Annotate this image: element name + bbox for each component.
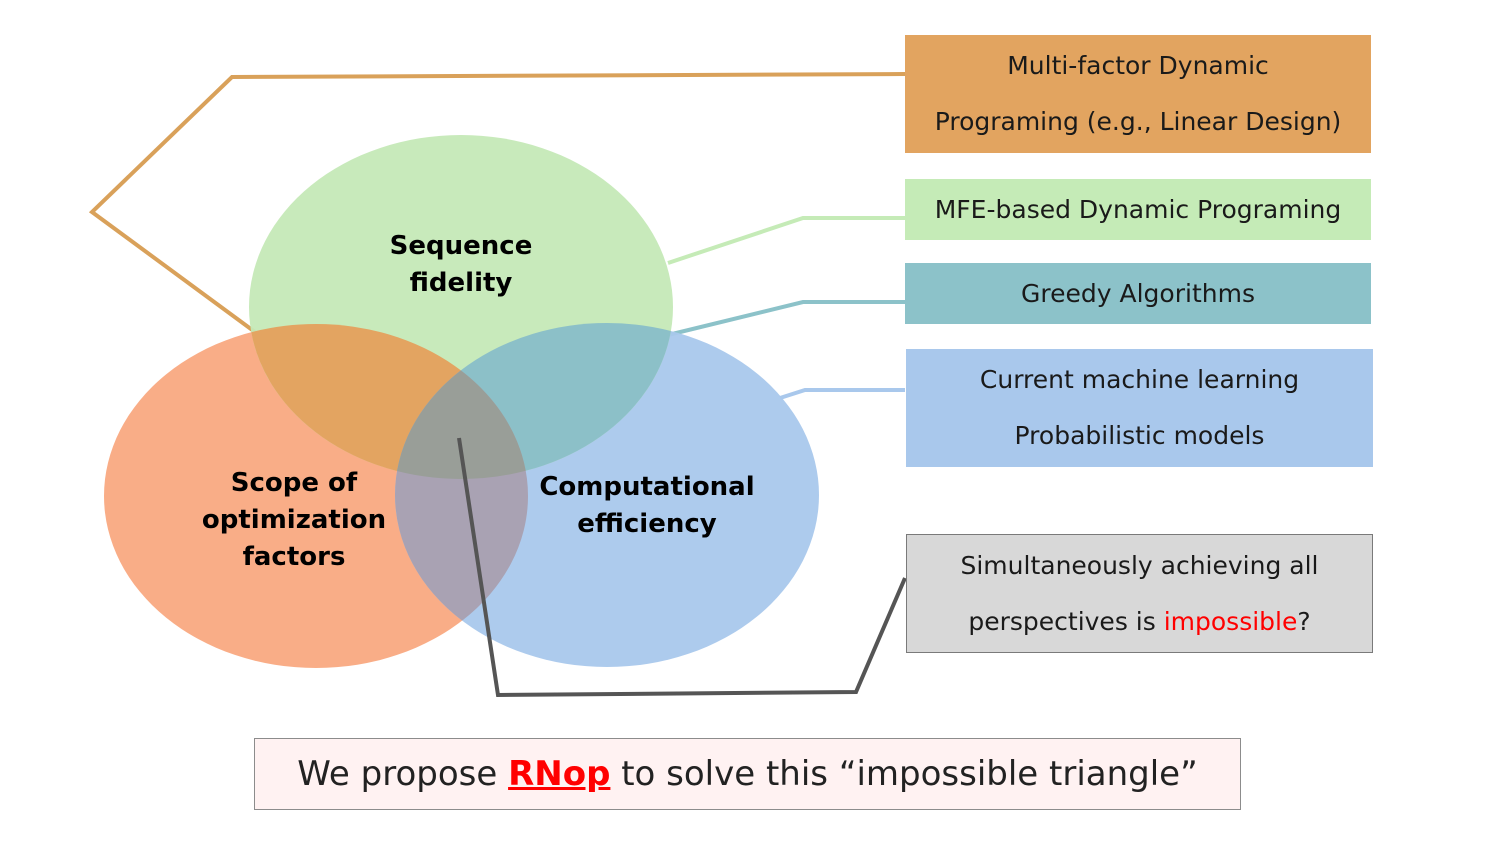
greedy-box: Greedy Algorithms bbox=[905, 263, 1371, 324]
method-name: RNop bbox=[508, 754, 611, 794]
proposal-after: to solve this “impossible triangle” bbox=[610, 754, 1198, 794]
connector-impossible bbox=[457, 437, 907, 698]
impossible-line2: perspectives is impossible? bbox=[968, 606, 1311, 636]
efficiency-label: Computational efficiency bbox=[539, 472, 755, 539]
connector-ml bbox=[779, 388, 905, 400]
connector-multi-factor bbox=[88, 72, 906, 334]
impossible-box: Simultaneously achieving all perspective… bbox=[906, 534, 1373, 653]
scope-label: Scope of optimization factors bbox=[201, 468, 387, 572]
multi-factor-box: Multi-factor Dynamic Programing (e.g., L… bbox=[905, 35, 1371, 153]
proposal-before: We propose bbox=[297, 754, 509, 794]
connector-greedy bbox=[667, 300, 905, 337]
impossible-highlight: impossible bbox=[1163, 606, 1298, 636]
impossible-line1: Simultaneously achieving all bbox=[960, 550, 1319, 580]
proposal-banner: We propose RNop to solve this “impossibl… bbox=[254, 738, 1241, 810]
ml-box: Current machine learning Probabilistic m… bbox=[906, 349, 1373, 467]
mfe-box: MFE-based Dynamic Programing bbox=[905, 179, 1371, 240]
connector-mfe bbox=[667, 216, 905, 265]
sequence-fidelity-label: Sequence fidelity bbox=[389, 231, 533, 298]
